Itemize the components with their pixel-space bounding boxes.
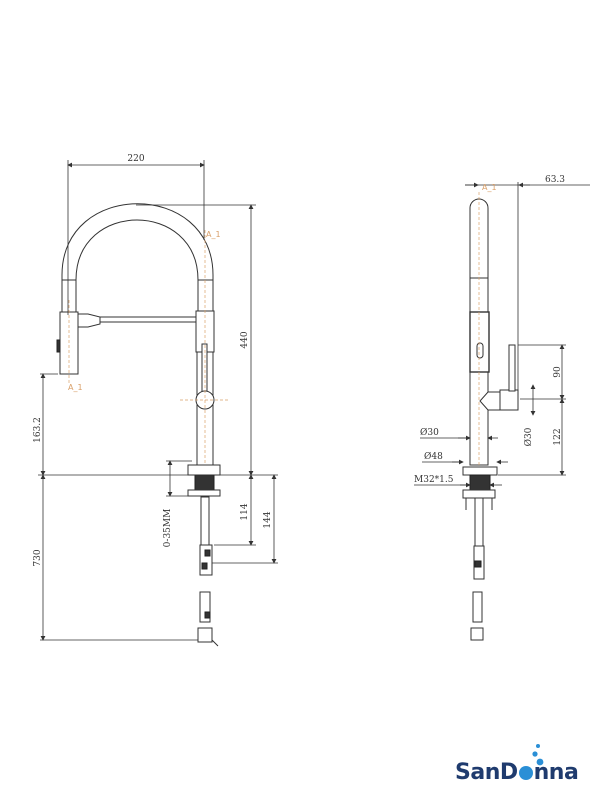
handle-base xyxy=(479,391,501,411)
dim-handle-dia: Ø30 xyxy=(523,427,534,446)
dim-114: 114 xyxy=(240,503,250,520)
spray-button xyxy=(56,339,61,353)
spout-arc-inner xyxy=(75,219,199,312)
logo-bubbles-icon xyxy=(532,744,544,766)
side-spray-head xyxy=(469,311,490,373)
front-view: 220 A_1 A_1 440 163.2 730 0-35MM 114 144 xyxy=(33,154,278,647)
spray-slot xyxy=(476,342,484,359)
spout-arc-outer xyxy=(61,203,214,312)
mounting-nut xyxy=(187,489,221,497)
handle-lever xyxy=(201,343,208,395)
base-flange xyxy=(187,464,221,476)
side-plate xyxy=(462,489,496,499)
lower-connector xyxy=(199,591,211,623)
dim-handle-height: 122 xyxy=(553,428,563,445)
dim-width: 220 xyxy=(127,154,144,164)
dim-thread: M32*1.5 xyxy=(414,475,454,485)
dim-base-dia: Ø48 xyxy=(424,451,443,462)
dim-height: 440 xyxy=(240,331,250,348)
logo-o-dot-icon xyxy=(518,766,533,780)
annotation-a1-head: A_1 xyxy=(68,383,83,392)
dim-144: 144 xyxy=(263,511,273,528)
dim-deck-thickness: 0-35MM xyxy=(163,509,173,548)
annotation-a1-top: A_1 xyxy=(206,230,221,239)
dim-below-deck: 730 xyxy=(33,549,43,566)
dim-lever: 90 xyxy=(553,366,563,378)
side-thread xyxy=(469,474,491,491)
support-bar xyxy=(99,316,197,323)
side-lower-connector xyxy=(472,591,483,623)
supply-pipe xyxy=(200,496,210,546)
side-annotation-a1: A_1 xyxy=(482,183,497,192)
dim-head-height: 163.2 xyxy=(33,417,43,443)
dim-offset: 63.3 xyxy=(545,175,565,185)
side-lever xyxy=(508,344,516,392)
mounting-thread xyxy=(194,474,215,491)
hose-connector xyxy=(77,313,101,328)
lower-nut xyxy=(197,627,213,643)
side-view: A_1 63.3 90 122 Ø30 Ø30 Ø48 M32*1.5 xyxy=(414,175,590,641)
dim-body-dia: Ø30 xyxy=(420,427,439,438)
side-base-flange xyxy=(462,466,498,476)
